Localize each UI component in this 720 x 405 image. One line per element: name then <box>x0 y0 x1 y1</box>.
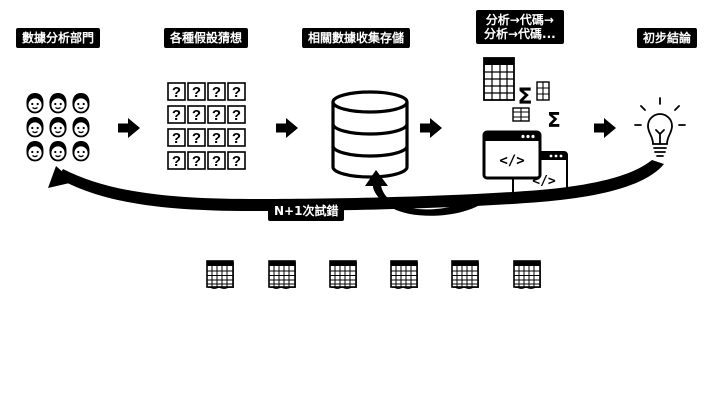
right-arrow-icon <box>276 118 298 138</box>
faces-icon <box>25 92 91 162</box>
question-grid-icon <box>167 82 246 171</box>
spreadsheet-icon <box>390 260 419 290</box>
spreadsheet-icon <box>451 260 480 290</box>
code-window-icon: </> </> <box>482 130 568 198</box>
spreadsheet-icon <box>206 260 235 290</box>
feedback-loop-arrow <box>48 160 664 211</box>
stage-label-hypotheses: 各種假設猜想 <box>164 28 249 48</box>
stage-label-data-storage: 相關數據收集存儲 <box>302 28 411 48</box>
right-arrow-icon <box>594 118 616 138</box>
stage-label-conclusion: 初步結論 <box>637 28 698 48</box>
svg-text:Σ: Σ <box>517 85 532 110</box>
spreadsheet-icon <box>268 260 297 290</box>
svg-text:</>: </> <box>499 153 524 169</box>
inner-loop-arrow <box>365 170 483 216</box>
spreadsheet-icon <box>513 260 542 290</box>
lightbulb-icon <box>634 97 686 157</box>
loop-label: N+1次試錯 <box>268 201 345 221</box>
database-icon <box>331 90 409 179</box>
stage-label-data-team: 數據分析部門 <box>16 28 101 48</box>
spreadsheet-row <box>206 260 542 290</box>
stage-label-analysis-line-2: 分析→代碼... <box>484 27 556 41</box>
spreadsheet-icon <box>329 260 358 290</box>
right-arrow-icon <box>118 118 140 138</box>
stage-label-analysis-line-1: 分析→代碼→ <box>485 13 554 27</box>
spreadsheet-sum-icon: Σ Σ <box>483 57 561 132</box>
stage-label-analysis-code: 分析→代碼→ 分析→代碼... <box>476 10 564 44</box>
svg-text:Σ: Σ <box>547 108 561 132</box>
right-arrow-icon <box>420 118 442 138</box>
